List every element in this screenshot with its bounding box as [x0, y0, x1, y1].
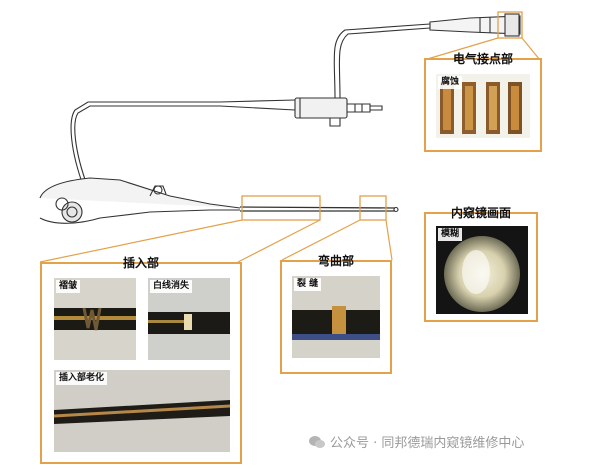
aging-tag: 插入部老化 — [56, 372, 108, 385]
electrical-contacts-photo: 腐蚀 — [436, 74, 530, 138]
watermark-text: 公众号 · 同邦德瑞内窥镜维修中心 — [330, 436, 525, 451]
wrinkle-photo: 褶皱 — [54, 278, 136, 360]
electrical-contacts-title: 电气接点部 — [452, 52, 513, 66]
electrical-contacts-frame: 电气接点部 腐蚀 — [424, 52, 542, 152]
bending-frame: 弯曲部 裂 缝 — [280, 254, 392, 374]
insertion-title: 插入部 — [122, 256, 159, 270]
endoscope-image-photo: 模糊 — [436, 226, 528, 314]
wechat-icon — [309, 435, 325, 448]
aging-photo: 插入部老化 — [54, 370, 230, 452]
watermark: 公众号 · 同邦德瑞内窥镜维修中心 — [308, 432, 524, 451]
endoscope-image-frame: 内窥镜画面 模糊 — [424, 206, 538, 322]
crack-tag: 裂 缝 — [294, 278, 322, 291]
white-line-photo: 白线消失 — [148, 278, 230, 360]
insertion-frame: 插入部 褶皱 白线消失 插入部老 — [40, 256, 242, 464]
bending-title: 弯曲部 — [317, 254, 354, 268]
endoscope-image-title: 内窥镜画面 — [450, 206, 511, 220]
wrinkle-tag: 褶皱 — [56, 280, 81, 293]
corrosion-tag: 腐蚀 — [438, 76, 463, 89]
crack-photo: 裂 缝 — [292, 276, 380, 358]
white-line-tag: 白线消失 — [150, 280, 193, 293]
blurry-tag: 模糊 — [438, 228, 463, 241]
